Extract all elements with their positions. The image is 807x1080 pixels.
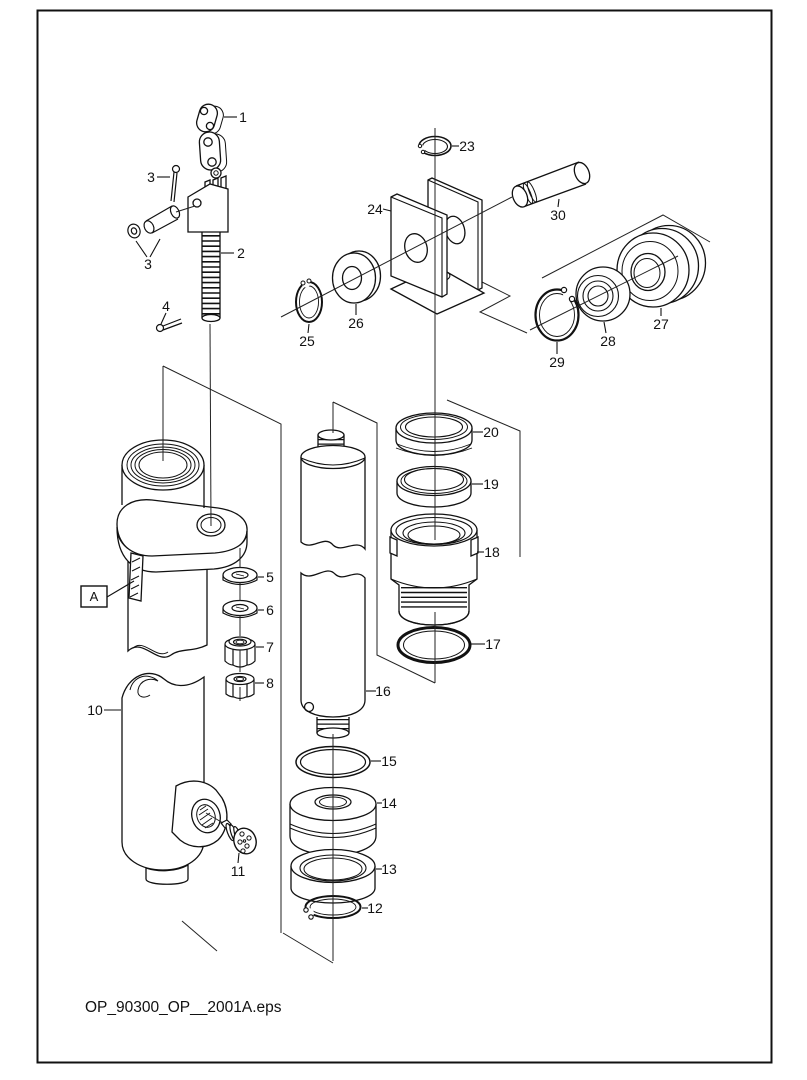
callout-30: 30 (550, 207, 566, 223)
part-26-washer (331, 250, 382, 304)
callout-20: 20 (483, 424, 499, 440)
part-25-snap-ring (295, 278, 323, 323)
part-20-wiper-ring (395, 412, 473, 456)
callout-8: 8 (266, 675, 274, 691)
part-18-gland (389, 513, 479, 626)
part-5-washer (222, 566, 258, 586)
part-23-snap-ring (417, 135, 452, 157)
callout-12: 12 (367, 900, 383, 916)
callout-6: 6 (266, 602, 274, 618)
callout-1: 1 (239, 109, 247, 125)
callout-7: 7 (266, 639, 274, 655)
callout-13: 13 (381, 861, 397, 877)
part-2-threaded-rod (187, 175, 229, 323)
part-27-pulley (616, 224, 707, 308)
callout-19: 19 (483, 476, 499, 492)
callout-28: 28 (600, 333, 616, 349)
part-19-seal-ring (396, 465, 472, 508)
callout-11: 11 (231, 863, 246, 879)
callout-18: 18 (484, 544, 500, 560)
callout-23: 23 (459, 138, 475, 154)
callout-16: 16 (375, 683, 391, 699)
part-10-cylinder-body (121, 672, 228, 885)
part-17-o-ring (396, 626, 472, 664)
part-16-piston-rod (300, 429, 366, 739)
callout-2: 2 (237, 245, 245, 261)
part-1-chain-link (195, 103, 228, 184)
part-29-snap-ring (534, 286, 580, 342)
callout-labels: 1 2 3 3 4 5 6 7 8 10 11 12 13 14 15 16 1… (87, 109, 669, 916)
part-3-cotter-pin-top (170, 164, 181, 203)
callout-3-top: 3 (147, 169, 155, 185)
callout-27: 27 (653, 316, 669, 332)
callout-29: 29 (549, 354, 565, 370)
callout-14: 14 (381, 795, 397, 811)
part-30-pin (511, 161, 591, 208)
callout-17: 17 (485, 636, 501, 652)
callout-leader-lines (104, 116, 662, 909)
filename-caption: OP_90300_OP__2001A.eps (85, 999, 282, 1016)
callout-10: 10 (87, 702, 103, 718)
detail-a-text: A (90, 589, 99, 604)
callout-3-mid: 3 (144, 256, 152, 272)
axis-lines (162, 128, 679, 961)
part-24-bracket (389, 177, 486, 315)
part-4-cotter-pin (155, 318, 183, 333)
part-6-washer (222, 599, 258, 619)
callout-5: 5 (266, 569, 274, 585)
callout-25: 25 (299, 333, 315, 349)
callout-26: 26 (348, 315, 364, 331)
part-11-valve-plug (220, 819, 257, 855)
part-3-clevis-pin (127, 205, 181, 239)
callout-15: 15 (381, 753, 397, 769)
callout-4: 4 (162, 298, 170, 314)
callout-24: 24 (367, 201, 383, 217)
detail-a-label: A (80, 580, 135, 608)
cylinder-upper-mount (116, 439, 248, 658)
